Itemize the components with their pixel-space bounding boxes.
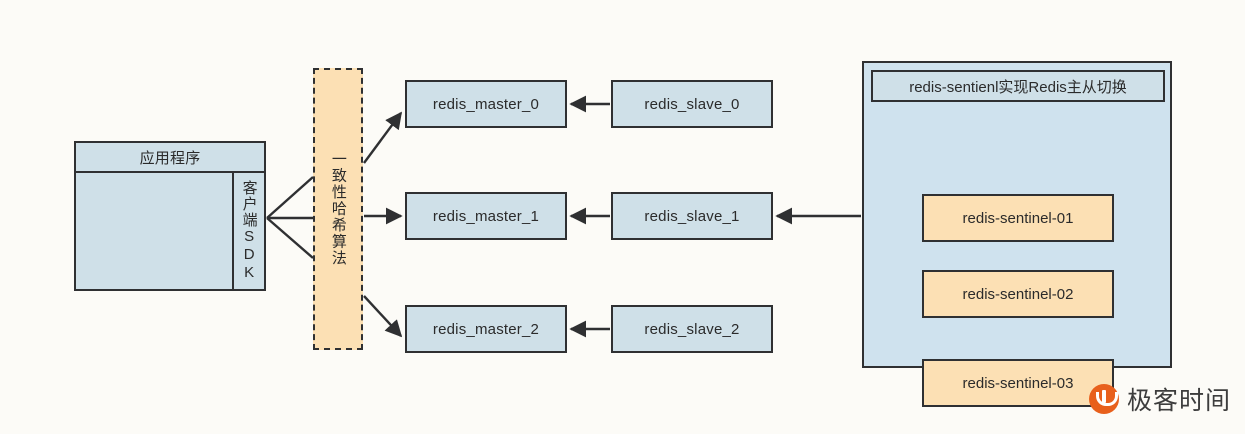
client-sdk-label: 客户端SDK <box>240 180 258 282</box>
slave-to-master-arrows <box>569 95 610 338</box>
consistent-hash-label: 一致性哈希算法 <box>329 151 347 267</box>
redis-master-2-label: redis_master_2 <box>432 320 540 338</box>
redis-master-0-box[interactable]: redis_master_0 <box>405 80 567 128</box>
redis-sentinel-03-label: redis-sentinel-03 <box>962 374 1074 392</box>
hash-to-master-arrows <box>363 111 403 338</box>
redis-sentinel-02-label: redis-sentinel-02 <box>962 285 1074 303</box>
redis-sentinel-02-box[interactable]: redis-sentinel-02 <box>922 270 1114 318</box>
redis-slave-0-label: redis_slave_0 <box>644 95 740 113</box>
consistent-hash-box[interactable]: 一致性哈希算法 <box>313 68 363 350</box>
application-blank-area <box>76 173 232 289</box>
redis-master-1-box[interactable]: redis_master_1 <box>405 192 567 240</box>
redis-master-2-box[interactable]: redis_master_2 <box>405 305 567 353</box>
brand-name: 极客时间 <box>1127 386 1232 415</box>
geektime-logo-icon <box>1089 384 1119 414</box>
sdk-to-hash-connectors <box>266 176 314 259</box>
redis-slave-1-label: redis_slave_1 <box>644 207 740 225</box>
sentinel-panel-title: redis-sentienl实现Redis主从切换 <box>871 70 1165 102</box>
redis-slave-2-label: redis_slave_2 <box>644 320 740 338</box>
brand-logo: 极客时间 <box>1089 381 1231 417</box>
application-body: 客户端SDK <box>76 173 264 289</box>
redis-slave-2-box[interactable]: redis_slave_2 <box>611 305 773 353</box>
application-title: 应用程序 <box>76 143 264 173</box>
client-sdk-column[interactable]: 客户端SDK <box>232 173 264 289</box>
redis-sentinel-03-box[interactable]: redis-sentinel-03 <box>922 359 1114 407</box>
redis-sentinel-01-box[interactable]: redis-sentinel-01 <box>922 194 1114 242</box>
redis-master-0-label: redis_master_0 <box>432 95 540 113</box>
sentinel-panel[interactable]: redis-sentienl实现Redis主从切换 redis-sentinel… <box>862 61 1172 407</box>
redis-master-1-label: redis_master_1 <box>432 207 540 225</box>
redis-slave-1-box[interactable]: redis_slave_1 <box>611 192 773 240</box>
redis-slave-0-box[interactable]: redis_slave_0 <box>611 80 773 128</box>
redis-sentinel-01-label: redis-sentinel-01 <box>962 209 1074 227</box>
application-box[interactable]: 应用程序 客户端SDK <box>74 141 266 291</box>
